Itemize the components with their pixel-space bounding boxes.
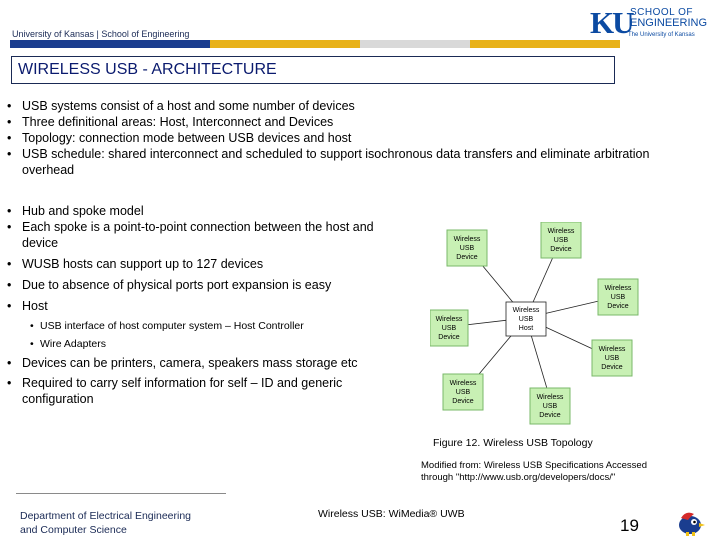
device-label: Device <box>607 303 629 310</box>
device-label: Device <box>456 254 478 261</box>
device-label: Wireless <box>450 380 477 387</box>
list-item: USB systems consist of a host and some n… <box>7 98 697 114</box>
device-label: Wireless <box>605 285 632 292</box>
source-note: Modified from: Wireless USB Specificatio… <box>421 460 647 484</box>
device-label: USB <box>460 245 475 252</box>
device-label: Device <box>438 334 460 341</box>
sub-bullet-list-host: USB interface of host computer system – … <box>30 318 410 352</box>
ku-engineering-logo: KU SCHOOL OF ENGINEERING The University … <box>590 5 715 43</box>
header-org-text: University of Kansas | School of Enginee… <box>12 29 190 39</box>
list-item: Hub and spoke model <box>7 203 402 219</box>
list-item: USB schedule: shared interconnect and sc… <box>7 146 697 178</box>
device-node: Wireless USB Device <box>430 309 469 347</box>
device-label: Wireless <box>436 316 463 323</box>
device-label: Device <box>550 246 572 253</box>
host-label: USB <box>519 316 534 323</box>
device-label: USB <box>442 325 457 332</box>
list-item: Required to carry self information for s… <box>7 375 392 407</box>
list-item: WUSB hosts can support up to 127 devices <box>7 256 402 272</box>
list-item: Three definitional areas: Host, Intercon… <box>7 114 697 130</box>
list-item: Topology: connection mode between USB de… <box>7 130 697 146</box>
page-number: 19 <box>620 516 639 535</box>
host-label: Wireless <box>513 307 540 314</box>
device-label: USB <box>605 355 620 362</box>
figure-caption: Figure 12. Wireless USB Topology <box>433 437 593 449</box>
list-item: USB interface of host computer system – … <box>30 318 410 334</box>
list-item: Due to absence of physical ports port ex… <box>7 277 402 293</box>
list-item: Devices can be printers, camera, speaker… <box>7 355 407 371</box>
device-label: Wireless <box>454 236 481 243</box>
logo-university: The University of Kansas <box>628 32 695 38</box>
list-item: Wire Adapters <box>30 336 410 352</box>
jayhawk-mascot-icon <box>679 512 705 536</box>
title-frame <box>11 56 615 84</box>
device-node: Wireless USB Device <box>591 339 633 377</box>
device-label: Wireless <box>599 346 626 353</box>
host-label: Host <box>519 325 533 332</box>
bullet-list-overview: USB systems consist of a host and some n… <box>7 98 697 178</box>
device-node: Wireless USB Device <box>442 373 484 411</box>
wusb-topology-diagram: Wireless USB Host Wireless USB Device Wi… <box>430 222 639 425</box>
footer-divider <box>16 493 226 494</box>
device-label: USB <box>543 403 558 410</box>
bullet-list-model: Hub and spoke model Each spoke is a poin… <box>7 203 402 314</box>
header-color-bar <box>10 40 620 48</box>
device-label: Device <box>539 412 561 419</box>
device-label: Device <box>601 364 623 371</box>
device-label: USB <box>611 294 626 301</box>
logo-school: SCHOOL OF <box>630 7 694 18</box>
device-label: USB <box>554 237 569 244</box>
source-note-line: through "http://www.usb.org/developers/d… <box>421 472 616 483</box>
host-node: Wireless USB Host <box>505 301 547 337</box>
logo-engineering: ENGINEERING <box>630 17 708 29</box>
device-node: Wireless USB Device <box>597 278 639 316</box>
bullet-list-devices: Devices can be printers, camera, speaker… <box>7 355 407 407</box>
device-node: Wireless USB Device <box>529 387 571 425</box>
footer-department-line: Department of Electrical Engineering <box>20 510 192 522</box>
footer-presentation-title: Wireless USB: WiMedia® UWB <box>318 508 465 520</box>
device-label: Wireless <box>537 394 564 401</box>
device-node: Wireless USB Device <box>540 222 582 259</box>
source-note-line: Modified from: Wireless USB Specificatio… <box>421 460 647 471</box>
page-title: WIRELESS USB - ARCHITECTURE <box>18 61 277 78</box>
footer-department: Department of Electrical Engineering and… <box>20 509 191 537</box>
device-node: Wireless USB Device <box>446 229 488 267</box>
logo-ku: KU <box>590 5 634 40</box>
device-label: Device <box>452 398 474 405</box>
list-item: Host <box>7 298 402 314</box>
footer-department-line: and Computer Science <box>20 524 127 536</box>
device-label: Wireless <box>548 228 575 235</box>
device-label: USB <box>456 389 471 396</box>
list-item: Each spoke is a point-to-point connectio… <box>7 219 397 251</box>
